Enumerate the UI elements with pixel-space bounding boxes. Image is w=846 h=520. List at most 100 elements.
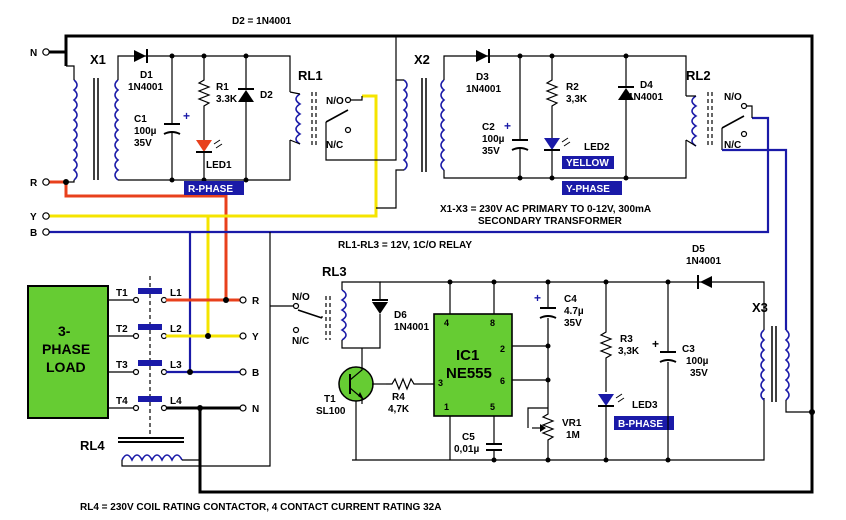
t3-label: T3 [116,360,128,371]
vr1-potentiometer [527,400,555,460]
t2-label: T2 [116,324,128,335]
d2-diode [238,88,254,102]
x1-bottom-rail [118,140,291,181]
d1-label: D1 [140,70,153,81]
r4-value: 4,7K [388,404,410,415]
rl2-nc: N/C [724,140,741,151]
led3-icon [598,393,625,407]
c1-label: C1 [134,114,147,125]
out-r-label: R [252,296,260,307]
rl1-relay [289,36,397,161]
x2-top-rail [443,55,687,96]
y-to-rl1 [208,94,378,218]
out-b-label: B [252,368,259,379]
d4-diode [618,86,634,100]
r2-resistor [545,56,559,140]
rl3-nc: N/C [292,336,309,347]
x2-bottom-rail [443,140,687,179]
c1-value-2: 35V [134,138,152,149]
d3-diode [476,49,490,63]
rl2-label: RL2 [686,68,711,83]
rl2-relay [685,92,753,150]
ic-gnd-pins [449,416,495,460]
d6-label: D6 [394,310,407,321]
rl4-coil [118,232,271,467]
c5-label: C5 [462,432,475,443]
contactor-note: RL4 = 230V COIL RATING CONTACTOR, 4 CONT… [80,502,441,513]
control-bottom-rail [352,398,765,461]
x1-label: X1 [90,52,106,67]
x1-transformer [66,65,120,183]
r3-label: R3 [620,334,633,345]
load-line-3: LOAD [46,359,86,375]
out-n-label: N [252,404,259,415]
c2-label: C2 [482,122,495,133]
c4-label: C4 [564,294,577,305]
d5-label: D5 [692,244,705,255]
c3-value-2: 35V [690,368,708,379]
t4-label: T4 [116,396,128,407]
ic-trigger-pins [512,345,548,381]
transformer-note-2: SECONDARY TRANSFORMER [478,216,623,227]
t1-transistor [338,348,386,460]
led2-label: LED2 [584,142,610,153]
load-wires [108,299,136,409]
rl4-contacts [132,276,168,436]
c2-value-2: 35V [482,146,500,157]
r4-resistor [386,377,434,391]
rl2-no: N/O [724,92,742,103]
r1-resistor [197,56,211,140]
d6-diode [372,299,388,326]
led2-color: YELLOW [566,158,609,169]
d5-diode [697,275,712,289]
pin-2: 2 [500,344,505,354]
r-phase-label: R-PHASE [188,184,233,195]
c4-value-1: 4.7µ [564,306,584,317]
line-terminals [42,48,50,236]
line-y-label: Y [30,212,37,223]
l2-label: L2 [170,324,182,335]
c3-value-1: 100µ [686,356,709,367]
vr1-value: 1M [566,430,580,441]
load-line-2: PHASE [42,341,90,357]
r-phase-box [184,181,244,195]
x2-transformer [376,78,446,209]
ic1-ne555 [433,313,513,417]
rl1-label: RL1 [298,68,323,83]
d3-label: D3 [476,72,489,83]
pin-8: 8 [490,318,495,328]
d3-value: 1N4001 [466,84,501,95]
r3-resistor [599,282,613,392]
d5-value: 1N4001 [686,256,721,267]
line-r-label: R [30,178,38,189]
transformer-note-1: X1-X3 = 230V AC PRIMARY TO 0-12V, 300mA [440,204,651,215]
three-phase-load [27,285,109,419]
rl3-relay [270,281,381,349]
out-y-label: Y [252,332,259,343]
d2-note: D2 = 1N4001 [232,16,292,27]
led2-icon [544,137,571,151]
r-bus-wire [46,180,228,300]
y-phase-label: Y-PHASE [566,184,610,195]
c4-value-2: 35V [564,318,582,329]
svg-text:+: + [534,291,541,305]
l1-label: L1 [170,288,182,299]
c3-label: C3 [682,344,695,355]
svg-text:+: + [652,337,659,351]
rl1-no: N/O [326,96,344,107]
c1-value-1: 100µ [134,126,157,137]
t1-value: SL100 [316,406,346,417]
d1-value: 1N4001 [128,82,163,93]
d4-label: D4 [640,80,653,91]
l3-label: L3 [170,360,182,371]
pin-6: 6 [500,376,505,386]
r1-value: 3.3K [216,94,238,105]
led3-label: LED3 [632,400,658,411]
ic1-name: IC1 [456,347,479,364]
rl4-label: RL4 [80,438,105,453]
d6-value: 1N4001 [394,322,429,333]
t1-label: T1 [116,288,128,299]
pin-1: 1 [444,402,449,412]
c5-value: 0,01µ [454,444,479,455]
rl3-no: N/O [292,292,310,303]
